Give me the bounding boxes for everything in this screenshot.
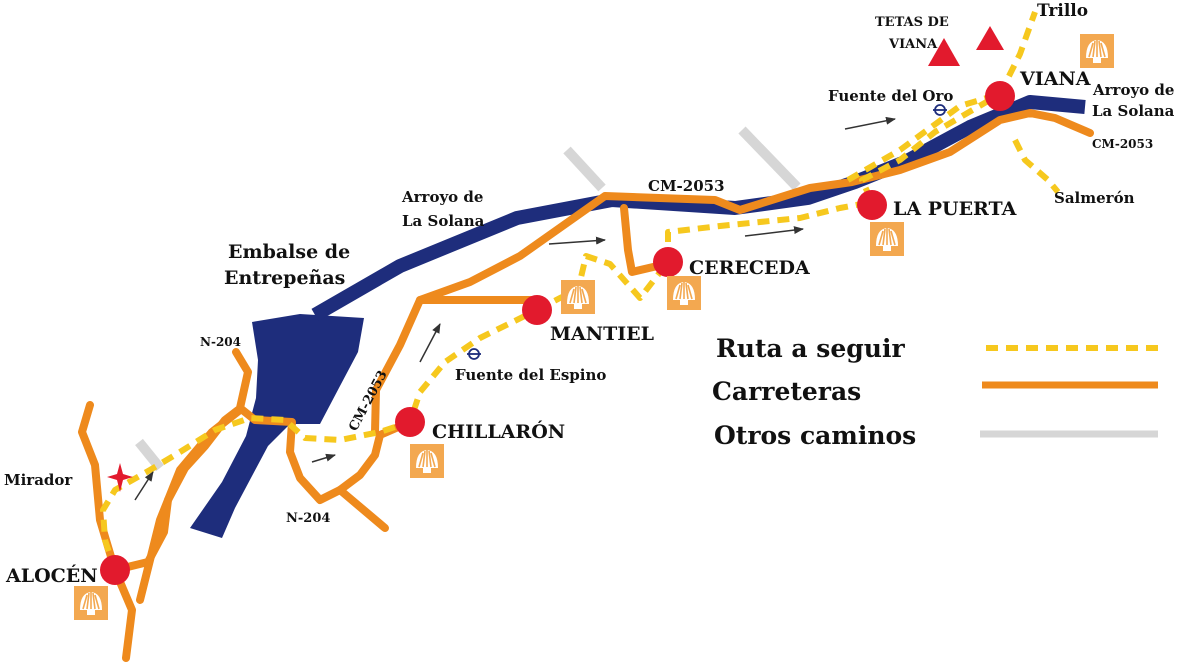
town-label-cereceda: CERECEDA [689,257,810,279]
town-label-la-puerta: LA PUERTA [893,198,1017,220]
road-to-cereceda [620,204,670,276]
label-tetas-line1: TETAS DE [875,15,949,30]
route-mantiel-cereceda [535,253,671,313]
label-arroyo-mid-line1: Arroyo de [401,188,483,206]
other-paths [135,126,801,472]
town-label-mantiel: MANTIEL [550,323,654,345]
arrow-icon [548,236,606,245]
arrow-icon [844,116,896,130]
town-label-viana: VIANA [1019,68,1091,90]
spring-icon [467,348,481,360]
arrow-icon [419,323,441,363]
label-embalse-line1: Embalse de [228,241,350,263]
label-tetas-line2: VIANA [888,37,938,52]
alocen-marker[interactable] [100,555,130,585]
label-embalse-line2: Entrepeñas [224,267,345,289]
label-mirador: Mirador [4,471,73,489]
label-n204-bottom: N-204 [286,511,330,526]
scallop-shell-icon [73,585,109,621]
route-viana-salmeron [1012,138,1061,194]
town-label-chillaron: CHILLARÓN [432,420,565,443]
star-icon [107,463,133,492]
legend: Ruta a seguir Carreteras Otros caminos [712,334,1166,450]
label-cm2053-top: CM-2053 [648,177,725,195]
arrow-icon [311,453,336,463]
road-alocen [78,401,136,662]
legend-label-other-paths: Otros caminos [714,421,916,450]
la-puerta-marker[interactable] [857,190,887,220]
route-to-follow [100,10,1061,571]
label-arroyo-east-line2: La Solana [1092,102,1175,120]
arroyo-la-solana-river [311,95,1086,322]
embalse-reservoir [190,314,364,538]
scallop-shell-icon [869,221,905,257]
arrow-icon [134,471,154,501]
label-salmeron: Salmerón [1054,189,1135,207]
label-cm2053-east: CM-2053 [1092,137,1153,151]
label-trillo: Trillo [1037,1,1088,21]
arrow-icon [744,226,804,237]
cereceda-marker[interactable] [653,247,683,277]
scallop-shell-icon [409,443,445,479]
tetas-de-viana-peaks [928,26,1004,66]
label-cm2053-rotated: CM-2053 [346,368,390,434]
roads [78,109,1094,662]
label-arroyo-east-line1: Arroyo de [1092,81,1174,99]
direction-arrows [134,116,896,501]
viana-marker[interactable] [985,81,1015,111]
road-n204-south [336,486,389,532]
legend-label-roads: Carreteras [712,377,861,406]
town-label-alocen: ALOCÉN [5,564,98,587]
legend-label-route: Ruta a seguir [716,334,905,363]
chillaron-marker[interactable] [395,407,425,437]
other-path-cm2053 [563,146,606,192]
triangle-peak-icon [976,26,1004,50]
triangle-peak-icon [928,38,960,66]
road-cm2053-main [371,109,1094,436]
route-cereceda-viana [665,91,1002,262]
town-markers [100,81,1015,585]
other-path-alocen [135,438,164,472]
route-fuente-oro [846,91,1001,183]
label-arroyo-mid-line2: La Solana [402,212,485,230]
route-viana-trillo [997,10,1038,96]
scallop-shell-icon [666,275,702,311]
other-path-east [738,126,801,191]
scallop-shell-icon [560,279,596,315]
label-fuente-espino: Fuente del Espino [455,366,606,384]
label-fuente-oro: Fuente del Oro [828,87,953,105]
label-n204-top: N-204 [200,335,241,349]
spring-icon [933,104,947,116]
mantiel-marker[interactable] [522,295,552,325]
scallop-shell-icon [1079,33,1115,69]
